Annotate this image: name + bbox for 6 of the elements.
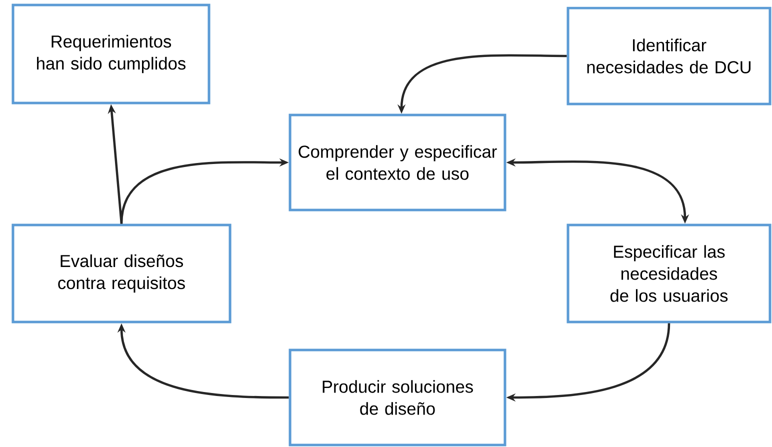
- process-box: Evaluar diseños contra requisitos: [12, 224, 232, 324]
- process-box: Producir soluciones de diseño: [288, 348, 506, 446]
- process-box: Especificar las necesidades de los usuarios: [566, 224, 772, 324]
- process-box: Identificar necesidades de DCU: [566, 6, 772, 106]
- process-box: Comprender y especificar el contexto de uso: [288, 114, 506, 212]
- process-box: Requerimientos han sido cumplidos: [12, 4, 210, 104]
